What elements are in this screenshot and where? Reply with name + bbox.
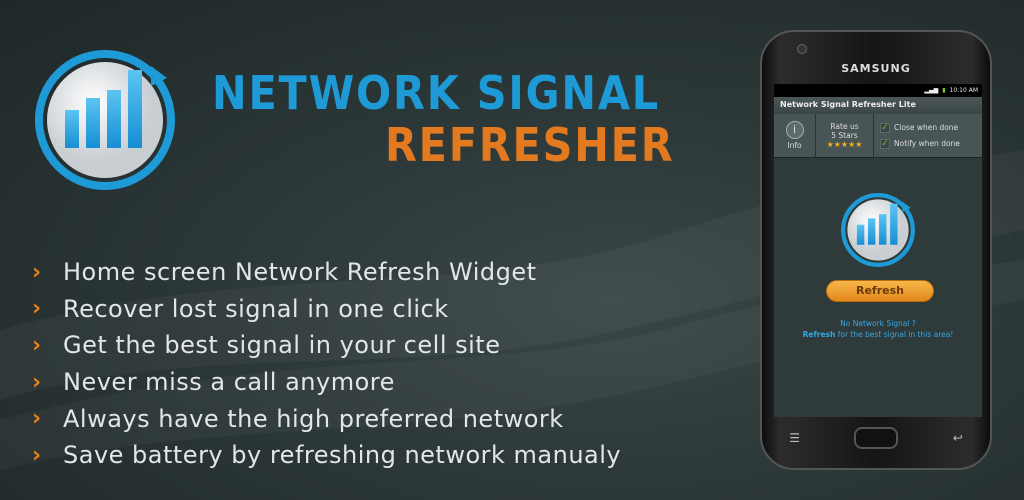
message-line-2: for the best signal in this area! — [835, 330, 954, 339]
camera-icon — [797, 44, 807, 54]
close-when-done-checkbox[interactable]: ✓ Close when done — [880, 122, 959, 133]
chevron-right-icon: › — [32, 369, 42, 395]
feature-text: Recover lost signal in one click — [63, 294, 449, 323]
menu-icon[interactable]: ☰ — [789, 431, 800, 445]
home-button[interactable] — [854, 427, 899, 449]
feature-text: Home screen Network Refresh Widget — [63, 258, 537, 287]
checkbox-label: Close when done — [894, 123, 959, 132]
refresh-button[interactable]: Refresh — [826, 280, 934, 302]
info-icon: i — [785, 121, 804, 139]
chevron-right-icon: › — [32, 332, 42, 358]
signal-logo-icon — [841, 193, 915, 267]
checkbox-group: ✓ Close when done ✓ Notify when done — [874, 114, 982, 157]
info-label: Info — [787, 141, 802, 150]
feature-item: › Get the best signal in your cell site — [32, 327, 621, 364]
checkbox-label: Notify when done — [894, 139, 960, 148]
info-button[interactable]: i Info — [774, 114, 816, 157]
feature-item: › Save battery by refreshing network manu… — [32, 437, 621, 474]
chevron-right-icon: › — [32, 296, 42, 322]
clock: 10:10 AM — [949, 87, 978, 94]
status-bar: ▂▄▆ ▮ 10:10 AM — [774, 84, 982, 97]
message-line-1: No Network Signal ? — [840, 319, 916, 328]
chevron-right-icon: › — [32, 442, 42, 468]
phone-brand: SAMSUNG — [841, 62, 911, 75]
rate-label-2: 5 Stars — [831, 131, 858, 140]
notify-when-done-checkbox[interactable]: ✓ Notify when done — [880, 138, 960, 149]
feature-list: › Home screen Network Refresh Widget › Rec… — [32, 254, 621, 474]
chevron-right-icon: › — [32, 406, 42, 432]
status-message: No Network Signal ? Refresh for the best… — [774, 318, 982, 340]
signal-icon: ▂▄▆ — [924, 87, 939, 94]
title-line-2: REFRESHER — [385, 118, 675, 172]
title-line-1: NETWORK SIGNAL — [212, 66, 660, 120]
feature-text: Get the best signal in your cell site — [63, 331, 501, 360]
app-logo-icon — [35, 50, 175, 190]
back-icon[interactable]: ↩ — [952, 431, 963, 445]
feature-item: › Home screen Network Refresh Widget — [32, 254, 621, 291]
message-bold: Refresh — [802, 330, 836, 339]
phone-screen: ▂▄▆ ▮ 10:10 AM Network Signal Refresher … — [774, 84, 982, 417]
rate-button[interactable]: Rate us 5 Stars ★★★★★ — [816, 114, 874, 157]
app-title: Network Signal Refresher Lite — [774, 97, 982, 114]
feature-text: Save battery by refreshing network manua… — [63, 441, 622, 470]
checkmark-icon: ✓ — [880, 122, 890, 133]
feature-item: › Recover lost signal in one click — [32, 291, 621, 328]
phone-mockup: SAMSUNG ▂▄▆ ▮ 10:10 AM Network Signal Re… — [760, 30, 992, 470]
rate-label: Rate us — [830, 122, 859, 131]
chevron-right-icon: › — [32, 259, 42, 285]
feature-text: Always have the high preferred network — [63, 404, 564, 433]
stars-icon: ★★★★★ — [826, 140, 863, 149]
options-row: i Info Rate us 5 Stars ★★★★★ ✓ Close when… — [774, 114, 982, 158]
hardware-buttons: ☰ ↩ — [762, 427, 990, 449]
feature-item: › Never miss a call anymore — [32, 364, 621, 401]
feature-text: Never miss a call anymore — [63, 368, 395, 397]
checkmark-icon: ✓ — [880, 138, 890, 149]
battery-icon: ▮ — [942, 87, 946, 94]
feature-item: › Always have the high preferred network — [32, 400, 621, 437]
